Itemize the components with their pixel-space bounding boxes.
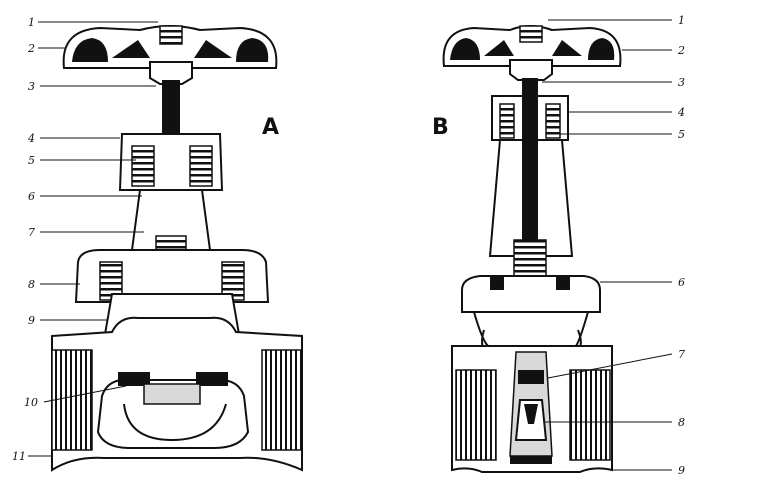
label-a-4: 4 [27,132,35,145]
label-a-10: 10 [24,396,38,409]
label-a-6: 6 [28,190,35,203]
label-b-6: 6 [678,276,685,289]
labels-a: 1 2 3 4 5 6 7 8 9 10 11 [12,16,38,463]
label-b-1: 1 [678,14,685,27]
globe-valve-a [51,25,303,472]
label-a-8: 8 [28,278,35,291]
gate-valve-b [442,25,622,473]
label-a-7: 7 [28,226,35,239]
label-b-5: 5 [678,128,685,141]
handwheel-a [62,25,278,69]
label-b-8: 8 [678,416,685,429]
stem-b [522,78,538,258]
valve-a-letter: A [262,115,279,140]
label-a-1: 1 [28,16,35,29]
label-a-9: 9 [28,314,35,327]
label-b-9: 9 [678,464,685,477]
leaders-a [28,21,158,457]
valve-b-letter: B [432,115,449,140]
label-b-2: 2 [677,44,685,57]
label-a-3: 3 [28,80,35,93]
label-a-5: 5 [28,154,35,167]
label-b-4: 4 [677,106,685,119]
label-a-2: 2 [27,42,35,55]
labels-b: 1 2 3 4 5 6 7 8 9 [677,14,685,477]
label-a-11: 11 [12,450,26,463]
label-b-3: 3 [678,76,685,89]
handwheel-b [442,25,622,67]
label-b-7: 7 [678,348,685,361]
leaders-b [542,19,673,471]
